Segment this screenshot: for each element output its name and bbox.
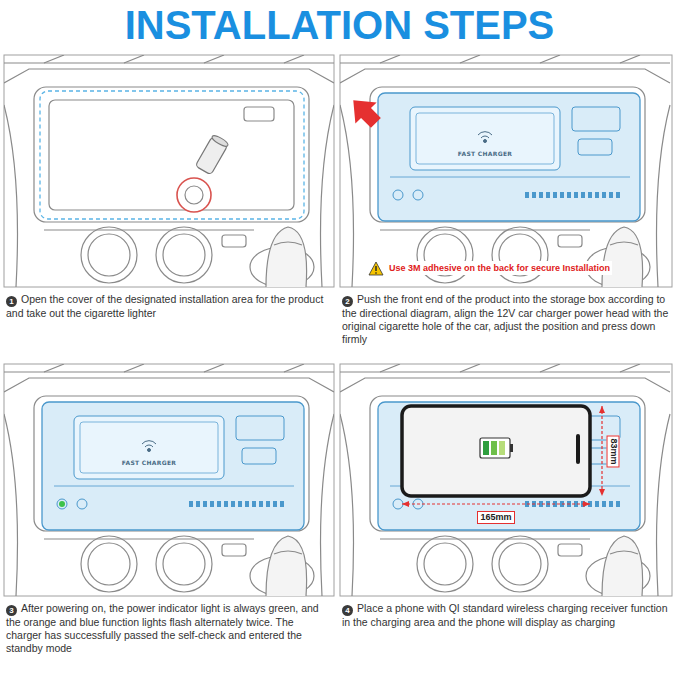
step-caption: 1Open the cover of the designated instal… xyxy=(6,293,332,320)
step-text: Open the cover of the designated install… xyxy=(6,293,323,319)
step-number: 3 xyxy=(6,605,17,616)
step-number: 1 xyxy=(6,296,17,307)
step-text: Push the front end of the product into t… xyxy=(342,293,668,345)
page-title: INSTALLATION STEPS xyxy=(0,2,679,48)
warning-note: Use 3M adhesive on the back for secure I… xyxy=(387,261,612,275)
device-label: FAST CHARGER xyxy=(458,150,513,157)
step-caption: 2Push the front end of the product into … xyxy=(342,293,670,346)
step-text: After powering on, the power indicator l… xyxy=(6,602,319,654)
dimension-label: 165mm xyxy=(477,511,514,524)
step-number: 2 xyxy=(342,296,353,307)
dimension-label: 83mm xyxy=(606,435,619,467)
step-caption: 4Place a phone with QI standard wireless… xyxy=(342,602,670,629)
step-number: 4 xyxy=(342,605,353,616)
device-label: FAST CHARGER xyxy=(122,459,177,466)
step-caption: 3After powering on, the power indicator … xyxy=(6,602,332,655)
step-text: Place a phone with QI standard wireless … xyxy=(342,602,668,628)
